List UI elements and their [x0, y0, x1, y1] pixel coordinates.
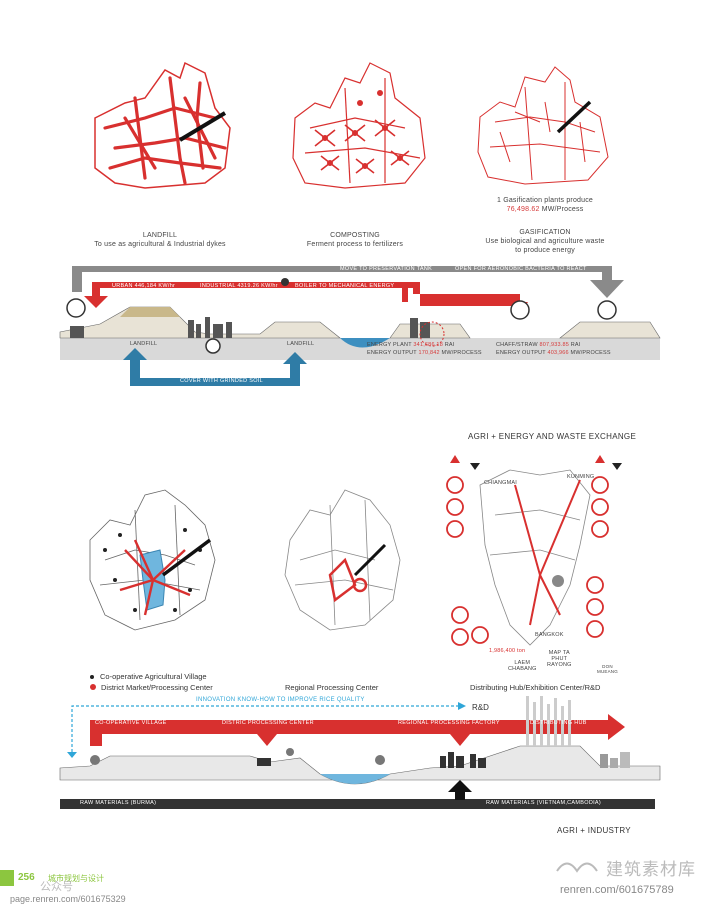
legend-village: Co-operative Agricultural Village [90, 672, 213, 681]
bangkok-label: BANGKOK [535, 632, 564, 638]
energy-plant-name: ENERGY PLANT [367, 342, 412, 348]
landfill-label-1: LANDFILL [130, 341, 158, 347]
regional-caption: Regional Processing Center [285, 683, 379, 692]
energy-output-row: ENERGY OUTPUT 170,842 MW/PROCESS [367, 350, 482, 356]
urban-name: URBAN [112, 283, 133, 289]
energy-output2-value: 403,966 [547, 350, 569, 356]
ton-label: 1,986,400 ton [489, 648, 526, 654]
stage-distributing-hub: DISTRIBUTING HUB [530, 720, 587, 726]
energy-plant-value: 341,686.18 [413, 342, 443, 348]
agri-industry-label: AGRI + INDUSTRY [557, 826, 631, 835]
gasification-map [477, 66, 609, 185]
industrial-unit: KW/hr [261, 283, 278, 289]
boiler-label: BOILER TO MECHANICAL ENERGY [295, 283, 395, 289]
watermark-url-left: page.renren.com/601675329 [10, 894, 126, 904]
gasification-note-line: 1 Gasification plants produce [496, 197, 594, 204]
industrial-value: 4319.26 [237, 283, 260, 289]
energy-output-name: ENERGY OUTPUT [367, 350, 417, 356]
chiangmai-label: CHIANGMAI [484, 480, 517, 486]
composting-desc: Ferment process to fertilizers [306, 241, 404, 248]
rd-label: R&D [472, 703, 489, 712]
energy-output2-row: ENERGY OUTPUT 403,966 MW/PROCESS [496, 350, 611, 356]
landfill-desc: To use as agricultural & Industrial dyke… [94, 241, 226, 248]
energy-output-unit: MW/PROCESS [441, 350, 482, 356]
industrial-name: INDUSTRIAL [200, 283, 236, 289]
exchange-title: AGRI + ENERGY AND WASTE EXCHANGE [468, 432, 637, 441]
watermark-url-right: renren.com/601675789 [560, 884, 674, 896]
stage-regional-factory: REGIONAL PROCESSING FACTORY [398, 720, 500, 726]
energy-output2-name: ENERGY OUTPUT [496, 350, 546, 356]
stage-district-processing: DISTRIC PROCESSING CENTER [222, 720, 314, 726]
industrial-label: INDUSTRIAL 4319.26 KW/hr [200, 283, 278, 289]
legend: Co-operative Agricultural Village Distri… [90, 672, 213, 692]
urban-unit: KW/hr [158, 283, 176, 289]
legend-market-text: District Market/Processing Center [101, 683, 213, 692]
don-mueang-label: DON MUEANG [597, 664, 618, 674]
stage-cooperative-village: CO-OPERATIVE VILLAGE [95, 720, 167, 726]
map-ta-phut-label: MAP TA PHUT RAYONG [547, 650, 572, 668]
gasification-desc-1: Use biological and agriculture waste [485, 238, 605, 245]
chaff-unit: RAI [570, 342, 581, 348]
composting-title: COMPOSTING [330, 232, 380, 239]
open-aerobic-label: OPEN FOR AERONOBIC BACTERIA TO REACT [455, 266, 587, 272]
regional-map [284, 489, 401, 631]
laem-chabang-label: LAEM CHABANG [508, 660, 537, 672]
raw-materials-left: RAW MATERIALS (BURMA) [80, 800, 157, 806]
chaff-row: CHAFF/STRAW 807,933.85 RAI [496, 342, 581, 348]
legend-village-text: Co-operative Agricultural Village [100, 672, 207, 681]
gasification-note-unit: MW/Process [541, 205, 584, 213]
energy-plant-row: ENERGY PLANT 341,686.18 RAI [367, 342, 454, 348]
watermark-logo-icon [552, 856, 602, 878]
top-section-diagram [59, 266, 661, 386]
innovation-label: INNOVATION KNOW-HOW TO IMPROVE RICE QUAL… [196, 697, 365, 703]
landfill-label-2: LANDFILL [287, 341, 315, 347]
move-to-tank-label: MOVE TO PRESERVATION TANK [340, 266, 433, 272]
energy-plant-unit: RAI [444, 342, 455, 348]
landfill-map [94, 61, 231, 189]
kunming-label: KUNMING [567, 474, 595, 480]
raw-materials-right: RAW MATERIALS (VIETNAM,CAMBODIA) [486, 800, 602, 806]
chaff-name: CHAFF/STRAW [496, 342, 538, 348]
page-footer-bar [0, 870, 14, 886]
watermark-left: 公众号 [40, 881, 73, 893]
cover-soil-label: COVER WITH GRINDED SOIL [180, 378, 263, 384]
market-dot-icon [90, 684, 96, 690]
gasification-desc-2: to produce energy [515, 247, 575, 254]
gasification-title: GASIFICATION [519, 229, 571, 236]
landfill-title: LANDFILL [142, 232, 178, 239]
gasification-note: 1 Gasification plants produce 76,498.62 … [445, 197, 645, 215]
bottom-section-diagram [59, 696, 661, 809]
footer-section: 城市规划与设计 [48, 874, 104, 883]
legend-market: District Market/Processing Center [90, 683, 213, 692]
urban-value: 446,184 [134, 283, 157, 289]
chaff-value: 807,933.85 [539, 342, 569, 348]
page-number: 256 [18, 872, 35, 883]
watermark-brand: 建筑素材库 [606, 860, 696, 879]
hub-map [446, 455, 622, 646]
gasification-note-value: 76,498.62 [506, 205, 540, 213]
village-dot-icon [90, 675, 94, 679]
energy-output-value: 170,842 [418, 350, 440, 356]
energy-output2-unit: MW/PROCESS [570, 350, 611, 356]
village-map [89, 489, 216, 631]
hub-caption: Distributing Hub/Exhibition Center/R&D [470, 683, 601, 692]
composting-map [292, 62, 426, 189]
urban-label: URBAN 446,184 KW/hr [112, 283, 175, 289]
